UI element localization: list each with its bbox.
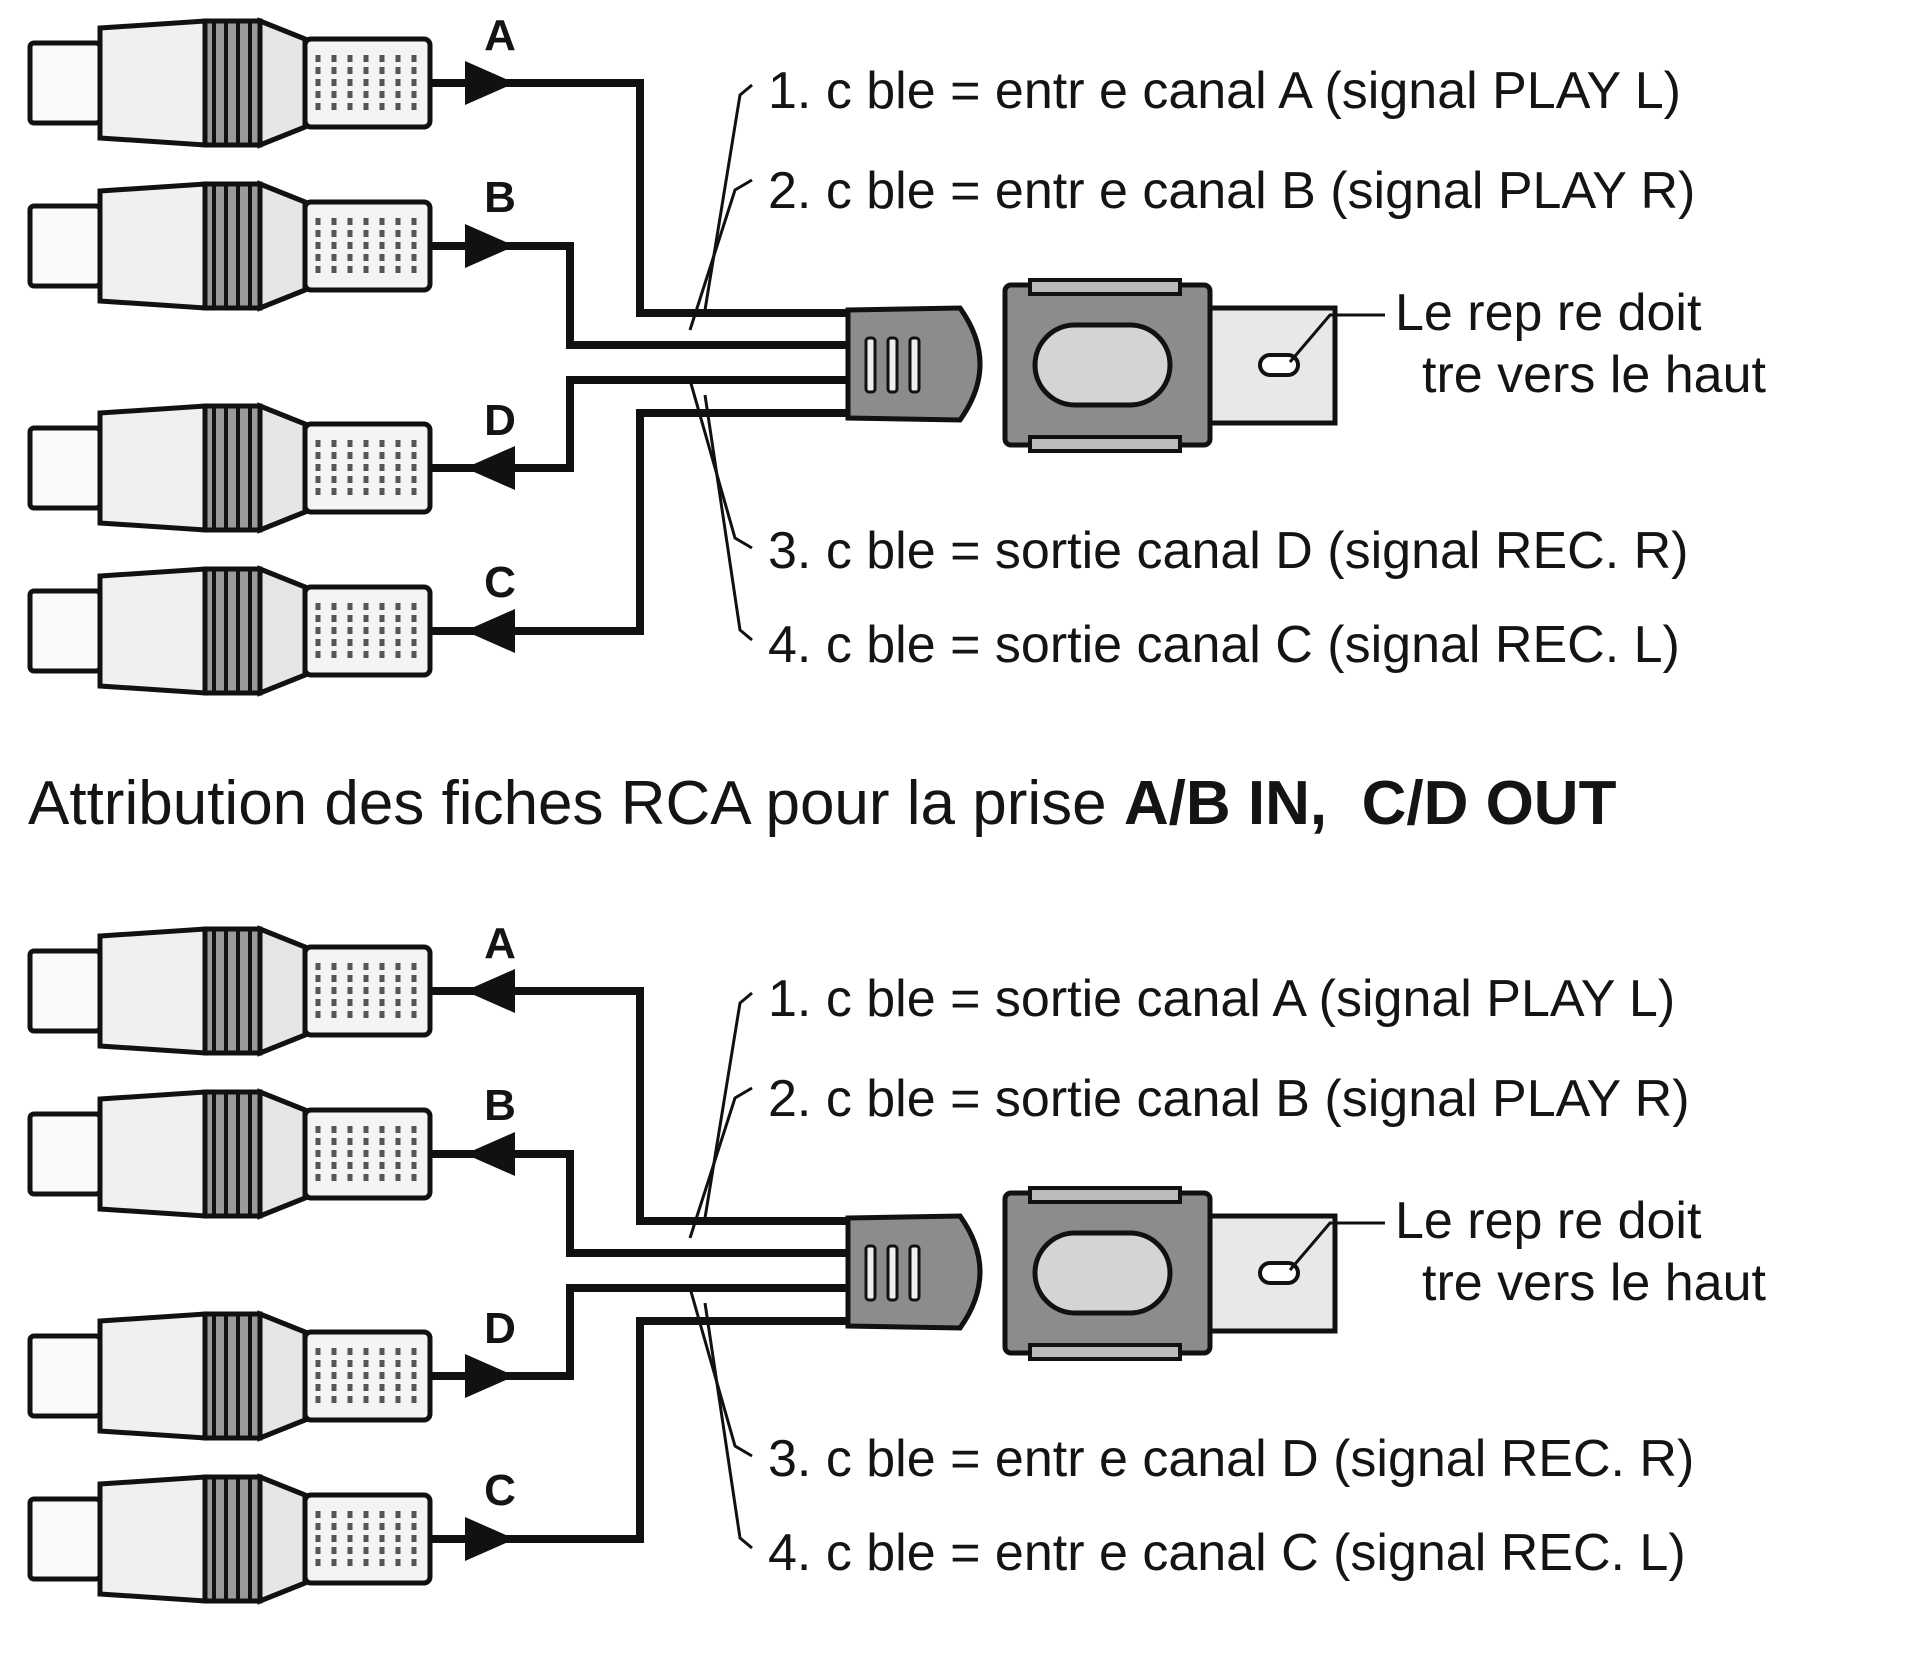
signal-arrow xyxy=(465,609,515,653)
rca-plug xyxy=(27,925,433,1057)
rca-plug xyxy=(27,402,433,534)
leader-line xyxy=(688,178,753,331)
cable-label: 2. c ble = entr e canal B (signal PLAY R… xyxy=(768,162,1695,220)
signal-arrow xyxy=(465,224,515,268)
channel-letter: A xyxy=(484,11,516,60)
multi-pin-connector xyxy=(845,278,1338,453)
leader-line xyxy=(703,1302,753,1550)
multi-pin-connector xyxy=(845,1186,1338,1361)
channel-letter: B xyxy=(484,173,516,222)
signal-arrow xyxy=(465,969,515,1013)
leader-line xyxy=(688,1287,753,1458)
signal-arrow xyxy=(465,61,515,105)
rca-plug xyxy=(27,565,433,697)
cable-wire xyxy=(430,987,850,1225)
leader-line xyxy=(703,991,753,1219)
cable-label: 4. c ble = entr e canal C (signal REC. L… xyxy=(768,1524,1686,1582)
cable-label: 3. c ble = entr e canal D (signal REC. R… xyxy=(768,1430,1694,1488)
notch-note: tre vers le haut xyxy=(1422,1254,1766,1312)
rca-plug xyxy=(27,1473,433,1605)
cable-wire xyxy=(430,1317,850,1543)
signal-arrow xyxy=(465,1354,515,1398)
signal-arrow xyxy=(465,1517,515,1561)
channel-letter: C xyxy=(484,1466,516,1515)
rca-plug xyxy=(27,1310,433,1442)
notch-note: tre vers le haut xyxy=(1422,346,1766,404)
rca-plug xyxy=(27,180,433,312)
rca-plug xyxy=(27,1088,433,1220)
leader-line xyxy=(1288,313,1385,363)
cable-label: 4. c ble = sortie canal C (signal REC. L… xyxy=(768,616,1680,674)
leader-line xyxy=(688,379,753,550)
cable-label: 2. c ble = sortie canal B (signal PLAY R… xyxy=(768,1070,1690,1128)
cable-label: 1. c ble = sortie canal A (signal PLAY L… xyxy=(768,970,1675,1028)
notch-note: Le rep re doit xyxy=(1395,284,1702,342)
signal-arrow xyxy=(465,446,515,490)
leader-line xyxy=(703,83,753,311)
channel-letter: A xyxy=(484,919,516,968)
bottom-wiring-panel: A B D C 1. c ble = sortie canal A (signal PL… xyxy=(27,919,1766,1605)
leader-line xyxy=(688,1086,753,1239)
channel-letter: C xyxy=(484,558,516,607)
rca-plug xyxy=(27,17,433,149)
caption: Attribution des fiches RCA pour la prise… xyxy=(28,769,1617,838)
leader-line xyxy=(1288,1221,1385,1271)
top-wiring-panel: A B D C 1. c ble = entr e canal A (signal PL… xyxy=(27,11,1766,697)
signal-arrow xyxy=(465,1132,515,1176)
cable-wire xyxy=(430,79,850,317)
notch-mark xyxy=(1258,353,1300,377)
channel-letter: D xyxy=(484,1304,516,1353)
notch-mark xyxy=(1258,1261,1300,1285)
leader-line xyxy=(703,394,753,642)
cable-label: 1. c ble = entr e canal A (signal PLAY L… xyxy=(768,62,1681,120)
cable-wire xyxy=(430,409,850,635)
cable-label: 3. c ble = sortie canal D (signal REC. R… xyxy=(768,522,1688,580)
channel-letter: D xyxy=(484,396,516,445)
channel-letter: B xyxy=(484,1081,516,1130)
notch-note: Le rep re doit xyxy=(1395,1192,1702,1250)
